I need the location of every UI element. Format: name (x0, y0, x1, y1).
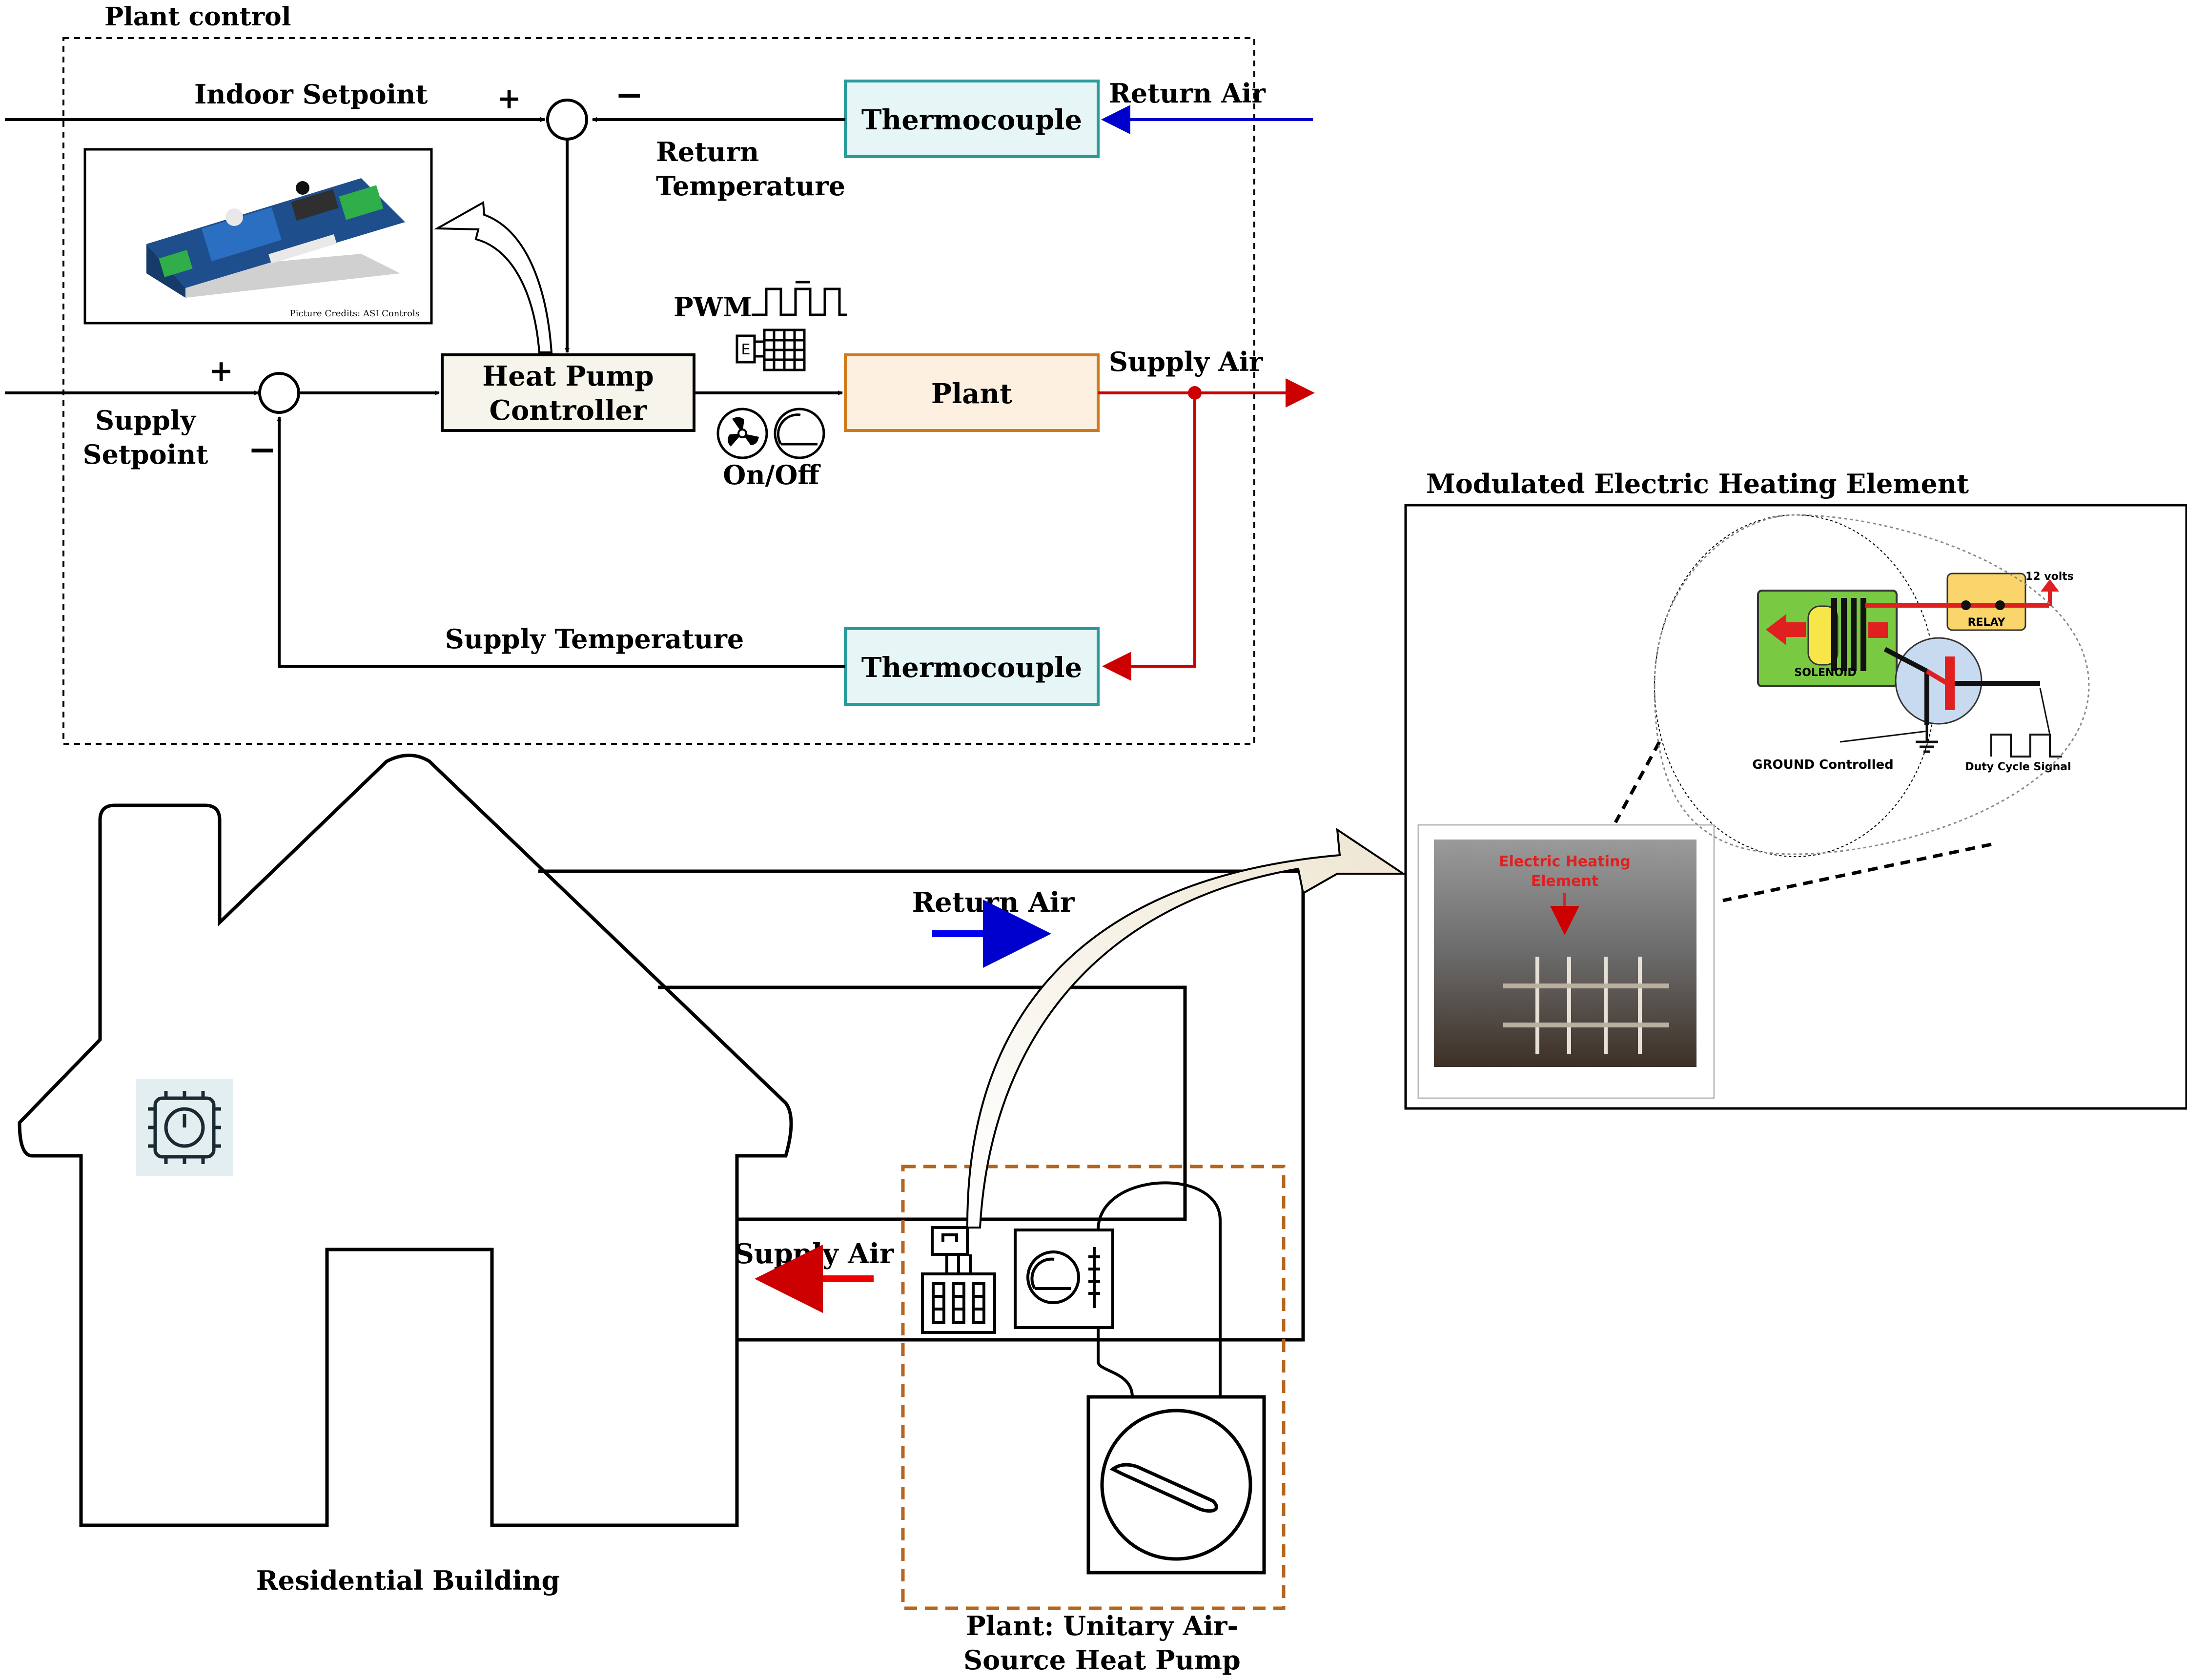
top-sum-plus: + (497, 82, 521, 116)
bottom-summing-junction (258, 372, 300, 414)
ground-icon (1916, 725, 1938, 753)
thermocouple-bottom-label: Thermocouple (861, 652, 1082, 684)
ground-controlled-label: GROUND Controlled (1752, 758, 1894, 772)
plant-unit-label-2: Source Heat Pump (963, 1644, 1241, 1676)
indoor-setpoint-label: Indoor Setpoint (194, 79, 428, 110)
heating-element-section: Modulated Electric Heating Element SOLEN… (1404, 468, 2187, 1110)
controller-callout-arrow (433, 201, 553, 353)
duty-cycle-waveform-icon (1990, 734, 2062, 758)
controller-board-image (146, 178, 405, 298)
residential-building-label: Residential Building (256, 1565, 560, 1596)
house-outline (18, 754, 793, 1527)
thermocouple-top-label: Thermocouple (861, 104, 1082, 136)
zoom-line-right (1722, 842, 1992, 902)
volts-arrow-icon (2041, 579, 2059, 606)
ground-callout-line (1840, 730, 1927, 743)
bottom-sum-plus: + (209, 354, 233, 388)
return-temperature-label-2: Temperature (656, 170, 845, 202)
transistor-base (1945, 656, 1955, 710)
plant-unit-label-1: Plant: Unitary Air- (966, 1610, 1238, 1641)
duty-cycle-callout-line (2039, 688, 2051, 735)
heating-element-title: Modulated Electric Heating Element (1426, 468, 1969, 499)
thermostat-icon (148, 1091, 221, 1164)
return-air-label-top: Return Air (1109, 78, 1266, 109)
relay-contact-1 (1961, 600, 1971, 610)
pwm-label: PWM (674, 291, 752, 323)
top-sum-minus: − (615, 74, 644, 115)
top-summing-junction (546, 99, 588, 141)
plant-control-title: Plant control (104, 2, 291, 32)
refrigerant-line-top (1097, 1181, 1222, 1397)
thermocouple-bottom-box (844, 627, 1100, 706)
supply-feedback-line (1102, 393, 1196, 681)
plant-control-frame (62, 37, 1255, 745)
return-temperature-label-1: Return (656, 136, 759, 167)
photo-label-2: Element (1531, 873, 1598, 890)
relay-label: RELAY (1968, 616, 2006, 629)
compressor-icon (774, 408, 825, 459)
transistor-collector (1883, 647, 1928, 674)
supply-setpoint-label-2: Setpoint (83, 439, 208, 470)
supply-air-label-top: Supply Air (1109, 346, 1263, 377)
volts-label: 12 volts (2025, 571, 2074, 583)
relay-box (1946, 573, 2026, 631)
plant-label: Plant (931, 378, 1012, 410)
plant-unit-dashed-box (901, 1165, 1286, 1610)
heat-pump-controller-box (441, 353, 695, 432)
refrigerant-line-bottom (1097, 1328, 1134, 1397)
solenoid-red-block (1868, 622, 1888, 638)
heating-photo (1434, 840, 1696, 1067)
duct-heater-icon (921, 1226, 996, 1334)
return-duct-inner (658, 985, 1187, 1221)
plant-control-section: Plant control Indoor Setpoint + − Return… (5, 2, 1315, 745)
pwm-waveform-icon (752, 287, 847, 316)
duty-cycle-label: Duty Cycle Signal (1965, 761, 2071, 773)
relay-contact-2 (1995, 600, 2005, 610)
outdoor-fan-unit-icon (1086, 1395, 1266, 1575)
supply-temperature-label: Supply Temperature (445, 623, 744, 655)
return-air-label-bottom: Return Air (912, 886, 1075, 919)
duct-compressor-icon (1014, 1229, 1114, 1329)
transistor-red-lead (1925, 669, 1949, 686)
magnifier-outline (1654, 514, 2090, 855)
plant-box (844, 353, 1100, 432)
supply-air-label-bottom: Supply Air (734, 1238, 895, 1270)
supply-setpoint-label-1: Supply (95, 405, 196, 436)
building-section: Return Air Supply Air (18, 754, 1407, 1676)
heater-e-label: E (741, 341, 751, 358)
solenoid-coil (1831, 598, 1866, 671)
heater-callout-arrow (966, 828, 1407, 1229)
bottom-sum-minus: − (248, 429, 277, 470)
photo-label-1: Electric Heating (1499, 853, 1631, 870)
solenoid-plunger (1807, 605, 1839, 666)
solenoid-label: SOLENOID (1794, 667, 1856, 679)
heating-coils-image (1503, 957, 1669, 1054)
return-duct-outer (538, 869, 1305, 1342)
solenoid-arrow-icon (1766, 614, 1806, 645)
supply-temperature-line (277, 416, 845, 668)
on-off-label: On/Off (723, 459, 821, 491)
thermocouple-top-box (844, 80, 1100, 158)
controller-label-1: Heat Pump (482, 360, 654, 392)
controller-label-2: Controller (489, 394, 648, 427)
electric-heater-icon (736, 328, 806, 371)
fan-icon (716, 408, 768, 459)
picture-credits-label: Picture Credits: ASI Controls (290, 308, 420, 319)
